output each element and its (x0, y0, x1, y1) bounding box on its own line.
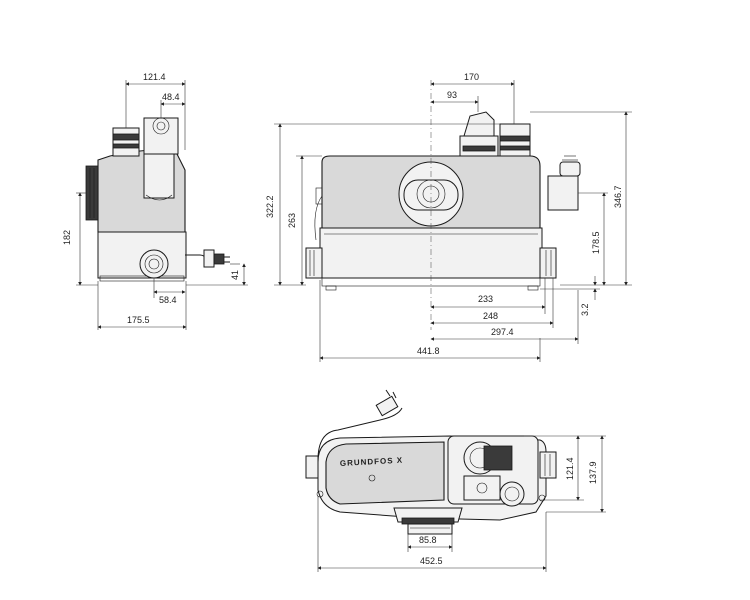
front-view-dimensions: 170 93 322.2 263 346.7 178.5 (265, 72, 632, 362)
dim-front-width-297: 297.4 (491, 327, 514, 337)
top-view-dimensions: 121.4 137.9 85.8 452.5 (317, 435, 606, 572)
dim-front-width-248: 248 (483, 311, 498, 321)
dim-side-inlet-height: 41 (230, 270, 240, 280)
dim-side-top-width: 121.4 (143, 72, 166, 82)
dim-front-total-height: 322.2 (265, 195, 275, 218)
dim-top-total-width: 452.5 (420, 556, 443, 566)
dim-side-height: 182 (62, 230, 72, 245)
dim-front-inlet-height: 178.5 (591, 231, 601, 254)
top-view-housing: GRUNDFOS X (305, 389, 557, 535)
side-view-dimensions: 121.4 48.4 182 41 58.4 175.5 (62, 72, 248, 330)
dim-side-top-offset: 48.4 (162, 92, 180, 102)
dim-front-right-height: 346.7 (613, 185, 623, 208)
dim-top-depth-121: 121.4 (565, 457, 575, 480)
front-view: 170 93 322.2 263 346.7 178.5 (265, 72, 632, 362)
dim-front-top-width: 170 (464, 72, 479, 82)
side-view-housing (85, 117, 230, 282)
dim-front-total-width: 441.8 (417, 346, 440, 356)
side-view: 121.4 48.4 182 41 58.4 175.5 (62, 72, 248, 330)
top-view: GRUNDFOS X (305, 389, 606, 572)
dim-front-foot-height: 3.2 (580, 303, 590, 316)
dim-top-outlet-diameter: 85.8 (419, 535, 437, 545)
dim-front-body-height: 263 (287, 213, 297, 228)
front-view-housing (305, 111, 581, 291)
dim-top-depth-137: 137.9 (588, 461, 598, 484)
dim-side-base-width: 175.5 (127, 315, 150, 325)
dim-side-inlet-offset: 58.4 (159, 295, 177, 305)
dim-front-top-offset: 93 (447, 90, 457, 100)
dim-front-width-233: 233 (478, 294, 493, 304)
brand-logo: GRUNDFOS X (340, 456, 404, 468)
